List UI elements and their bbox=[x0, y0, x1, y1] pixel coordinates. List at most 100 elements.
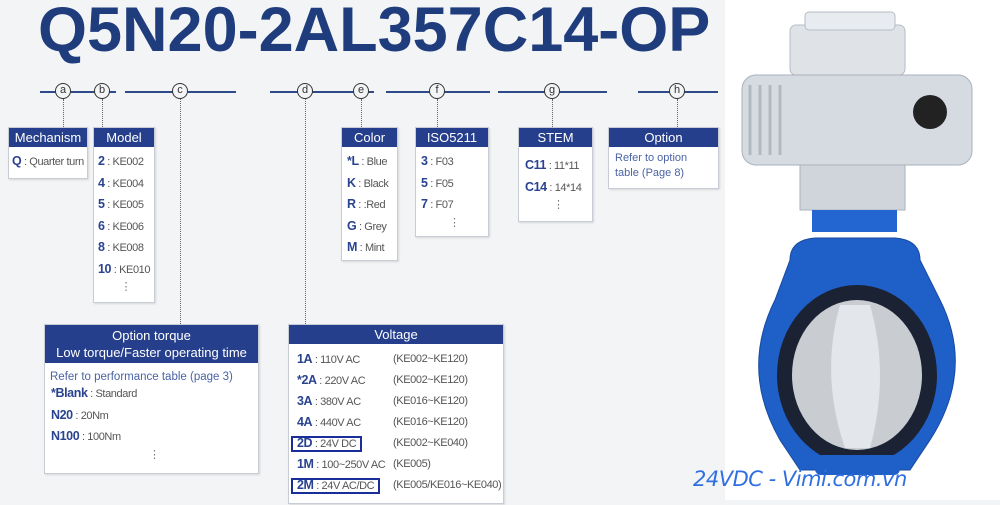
model-row: 10 : KE010 bbox=[98, 259, 154, 281]
iso-row: 7 : F07 bbox=[421, 194, 488, 216]
option: 1M : 100~250V AC bbox=[297, 457, 386, 471]
model-range: (KE016~KE120) bbox=[393, 416, 468, 428]
connector-line bbox=[368, 91, 374, 93]
option-box: Option Refer to option table (Page 8) bbox=[608, 127, 719, 189]
code: G bbox=[347, 218, 357, 233]
stem-header: STEM bbox=[519, 128, 592, 147]
value: : :Red bbox=[355, 199, 386, 211]
iso-row: 3 : F03 bbox=[421, 151, 488, 173]
model-row: 5 : KE005 bbox=[98, 194, 154, 216]
code: 3A bbox=[297, 394, 313, 408]
code: 2 bbox=[98, 154, 105, 168]
model-row: 4 : KE004 bbox=[98, 173, 154, 195]
value: : KE005 bbox=[104, 199, 144, 211]
value: : Grey bbox=[356, 220, 387, 233]
model-range: (KE002~KE120) bbox=[393, 353, 468, 365]
option-header: Option bbox=[609, 128, 718, 147]
value: : 100Nm bbox=[79, 431, 121, 443]
voltage-row: 4A : 440V AC (KE016~KE120) bbox=[297, 412, 503, 433]
value: : Standard bbox=[87, 388, 137, 400]
value: : Quarter turn bbox=[21, 156, 84, 168]
value: : 220V AC bbox=[316, 375, 366, 387]
connector-line bbox=[638, 91, 671, 93]
code: 4 bbox=[98, 175, 105, 190]
option: 3A : 380V AC bbox=[297, 394, 361, 408]
torque-row: N100 : 100Nm bbox=[51, 426, 258, 448]
connector-dotted-line bbox=[437, 99, 438, 127]
mechanism-header: Mechanism bbox=[9, 128, 87, 147]
value: : KE006 bbox=[104, 220, 144, 233]
code: 7 bbox=[421, 197, 428, 211]
code: 5 bbox=[98, 197, 105, 211]
valve-product-image bbox=[725, 0, 1000, 500]
stem-row: C11 : 11*11 bbox=[525, 155, 592, 177]
value: : 100~250V AC bbox=[313, 459, 386, 471]
torque-header-1: Option torque bbox=[112, 328, 191, 343]
connector-dotted-line bbox=[180, 99, 181, 324]
value: : 440V AC bbox=[312, 417, 361, 429]
code: K bbox=[347, 175, 356, 190]
value: : 11*11 bbox=[546, 160, 580, 172]
watermark: 24VDC - Vimi.com.vn bbox=[693, 467, 907, 491]
code: *2A bbox=[297, 373, 317, 387]
code: M bbox=[347, 240, 358, 254]
code: 4A bbox=[297, 415, 313, 429]
connector-dotted-line bbox=[102, 99, 103, 127]
connector-dotted-line bbox=[361, 99, 362, 127]
value: : F05 bbox=[427, 177, 454, 190]
torque-header-2: Low torque/Faster operating time bbox=[56, 345, 247, 360]
highlighted-option: 2M : 24V AC/DC bbox=[291, 478, 381, 494]
color-row: *L : Blue bbox=[347, 151, 397, 173]
voltage-row: 3A : 380V AC (KE016~KE120) bbox=[297, 391, 503, 412]
voltage-row: 2M : 24V AC/DC(KE005/KE016~KE040) bbox=[291, 475, 503, 496]
connector-line bbox=[498, 91, 546, 93]
connector-line bbox=[70, 91, 97, 93]
value: : Blue bbox=[358, 156, 388, 168]
color-row: M : Mint bbox=[347, 237, 397, 259]
code: C11 bbox=[525, 158, 547, 172]
marker-e: e bbox=[353, 83, 369, 99]
code: 2D bbox=[297, 436, 313, 450]
iso5211-header: ISO5211 bbox=[416, 128, 488, 147]
model-range: (KE002~KE040) bbox=[393, 437, 468, 449]
code: 5 bbox=[421, 175, 428, 190]
more-ellipsis: ⋮ bbox=[149, 448, 160, 461]
model-code-title: Q5N20-2AL357C14-OP bbox=[38, 0, 711, 65]
code: 8 bbox=[98, 240, 105, 254]
option: 1A : 110V AC bbox=[297, 352, 361, 366]
connector-line bbox=[40, 91, 57, 93]
value: : 14*14 bbox=[546, 181, 582, 194]
voltage-row: 1M : 100~250V AC (KE005) bbox=[297, 454, 503, 475]
connector-dotted-line bbox=[305, 99, 306, 324]
color-row: K : Black bbox=[347, 173, 397, 195]
connector-dotted-line bbox=[677, 99, 678, 127]
connector-line bbox=[444, 91, 490, 93]
connector-line bbox=[188, 91, 236, 93]
code: R bbox=[347, 197, 356, 211]
mechanism-row: Q : Quarter turn bbox=[12, 151, 87, 173]
voltage-header: Voltage bbox=[289, 325, 503, 344]
value: : Mint bbox=[357, 242, 385, 254]
code: 2M bbox=[297, 478, 314, 492]
model-row: 6 : KE006 bbox=[98, 216, 154, 238]
option-torque-box: Option torque Low torque/Faster operatin… bbox=[44, 324, 259, 474]
stem-row: C14 : 14*14 bbox=[525, 177, 592, 199]
value: : F03 bbox=[427, 156, 454, 168]
value: : KE008 bbox=[104, 242, 144, 254]
model-range: (KE002~KE120) bbox=[393, 374, 468, 386]
code: Q bbox=[12, 154, 22, 168]
mechanism-box: Mechanism Q : Quarter turn bbox=[8, 127, 88, 179]
model-range: (KE005) bbox=[393, 458, 431, 470]
value: : 110V AC bbox=[312, 354, 361, 366]
more-ellipsis: ⋮ bbox=[120, 281, 132, 293]
code: 1A bbox=[297, 352, 313, 366]
code: *L bbox=[347, 154, 359, 168]
voltage-box: Voltage 1A : 110V AC (KE002~KE120) *2A : 2… bbox=[288, 324, 504, 504]
option: *2A : 220V AC bbox=[297, 373, 366, 387]
connector-line bbox=[386, 91, 431, 93]
model-range: (KE016~KE120) bbox=[393, 395, 468, 407]
marker-h: h bbox=[669, 83, 685, 99]
value: : KE004 bbox=[104, 177, 144, 190]
